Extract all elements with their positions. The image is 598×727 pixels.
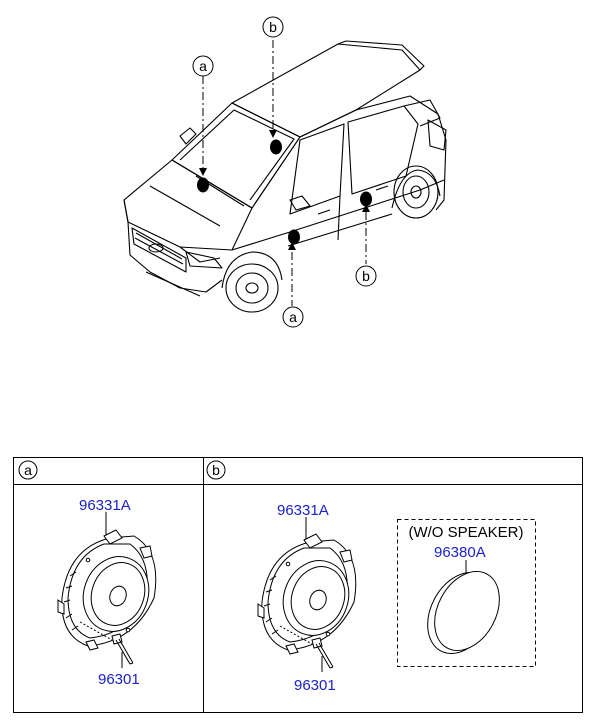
section-b-parts: 96331A 96301 [257, 502, 360, 694]
section-a-parts: 96331A 96301 [57, 497, 160, 688]
callout-b-top: b [262, 16, 284, 38]
speaker-b-icon [257, 533, 360, 655]
leader-lines [202, 40, 367, 306]
part-screw-a: 96301 [98, 671, 140, 688]
svg-text:b: b [269, 19, 277, 35]
wo-speaker-note: (W/O SPEAKER) [408, 524, 523, 541]
table-header-b: b [206, 460, 226, 480]
part-speaker-a: 96331A [79, 497, 131, 514]
rear-dash-speaker-marker [270, 139, 282, 155]
part-cover: 96380A [434, 544, 486, 561]
leader-arrowheads [199, 130, 370, 250]
callout-b-bottom: b [355, 265, 377, 287]
svg-text:b: b [362, 268, 370, 284]
parts-table [13, 457, 583, 713]
table-header-a: a [18, 460, 38, 480]
svg-text:a: a [199, 58, 207, 74]
callout-a-bottom: a [282, 306, 304, 328]
svg-text:b: b [212, 462, 220, 478]
wo-speaker-box: (W/O SPEAKER) 96380A [397, 519, 536, 667]
speaker-location-markers [197, 139, 372, 245]
svg-text:a: a [289, 309, 297, 325]
callout-a-top: a [192, 55, 214, 77]
svg-text:a: a [24, 462, 32, 478]
speaker-a-icon [57, 529, 160, 651]
speaker-cover-icon [427, 570, 500, 654]
part-speaker-b: 96331A [277, 502, 329, 519]
rear-door-speaker-marker [360, 191, 372, 207]
car-illustration [123, 40, 447, 313]
part-screw-b: 96301 [294, 677, 336, 694]
front-door-speaker-marker [288, 229, 300, 245]
front-dash-speaker-marker [197, 177, 209, 193]
